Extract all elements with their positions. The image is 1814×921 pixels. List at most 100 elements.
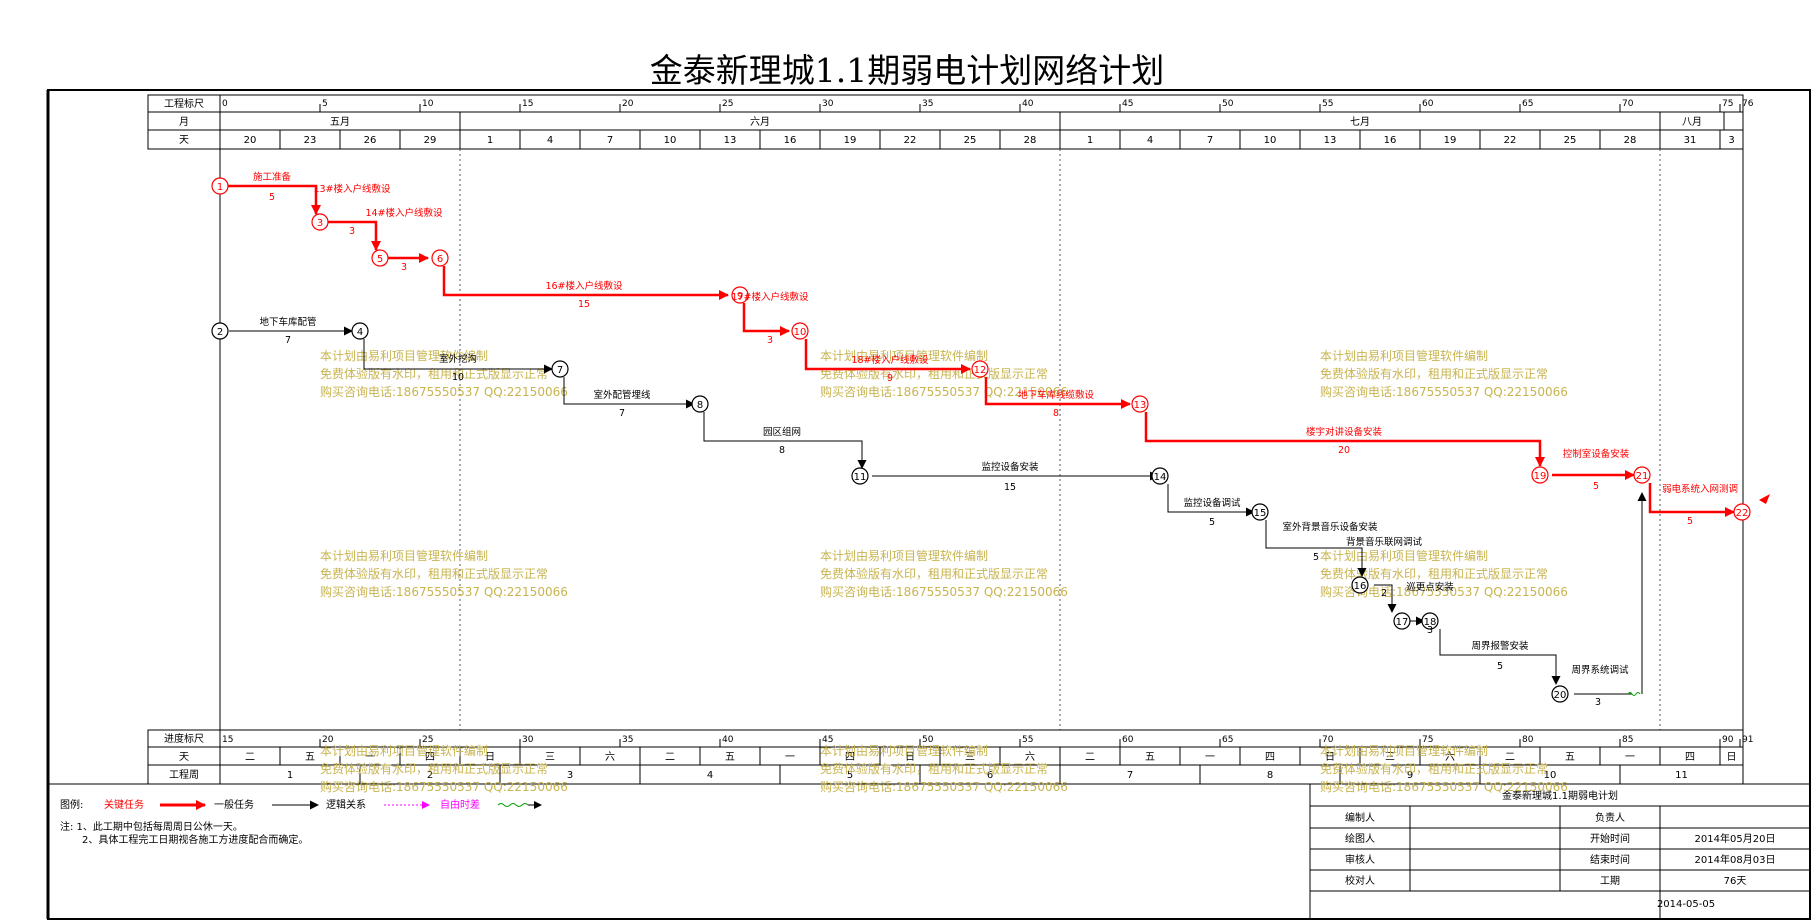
day-cell-10: 19	[844, 135, 857, 146]
weekday-cell-21: 二	[1505, 752, 1515, 763]
watermark-4-line3: 购买咨询电话:18675550537 QQ:22150066	[820, 584, 1068, 599]
node-label-1: 1	[217, 182, 223, 193]
weekday-cell-2: 一	[365, 752, 375, 763]
task-duration-t6: 9	[887, 373, 893, 384]
task-name-t4: 16#楼入户线敷设	[545, 280, 623, 292]
info-start-value: 2014年05月20日	[1695, 832, 1776, 845]
note-line-1: 注: 1、此工期中包括每周周日公休一天。	[60, 820, 243, 833]
task-name-t7: 地下车库线缆敷设	[1018, 389, 1095, 401]
progress-tick-65: 65	[1222, 735, 1233, 745]
week-cell-5: 5	[847, 770, 853, 781]
task-duration-t5: 3	[767, 335, 773, 346]
watermark-4-line2: 免费体验版有水印，租用和正式版显示正常	[820, 566, 1048, 581]
row-label-day-bottom: 天	[179, 752, 189, 763]
scale-tick-76: 76	[1742, 99, 1754, 109]
node-label-19: 19	[1534, 471, 1547, 482]
watermark-0-line1: 本计划由易利项目管理软件编制	[320, 348, 488, 363]
legend: 图例: 关键任务 一般任务 逻辑关系 自由时差	[60, 798, 542, 811]
watermark-3-line1: 本计划由易利项目管理软件编制	[320, 548, 488, 563]
task-name-t19: 巡更点安装	[1406, 581, 1454, 593]
weekday-cell-24: 四	[1685, 752, 1695, 763]
scale-tick-35: 35	[922, 99, 933, 109]
node-label-16: 16	[1354, 581, 1367, 592]
task-name-t9: 控制室设备安装	[1563, 448, 1630, 460]
node-2	[211, 322, 229, 340]
node-label-11: 11	[854, 472, 867, 483]
task-duration-t7: 8	[1053, 408, 1059, 419]
task-name-t5: 17#楼入户线敷设	[731, 291, 809, 303]
watermark-7-line1: 本计划由易利项目管理软件编制	[820, 743, 988, 758]
arrow-6-9	[442, 266, 729, 300]
node-label-17: 17	[1396, 617, 1409, 628]
watermark-8-line1: 本计划由易利项目管理软件编制	[1320, 743, 1488, 758]
weekday-cell-3: 四	[425, 752, 435, 763]
arrow-8-11	[703, 412, 867, 469]
weekday-cell-4: 日	[485, 752, 495, 763]
progress-tick-75: 75	[1422, 735, 1433, 745]
node-7	[551, 360, 569, 378]
info-duration-value: 76天	[1724, 876, 1747, 887]
node-1	[211, 177, 229, 195]
task-duration-t2: 3	[349, 226, 355, 237]
watermark-2-line3: 购买咨询电话:18675550537 QQ:22150066	[1320, 384, 1568, 399]
task-duration-t21: 3	[1595, 697, 1601, 708]
legend-general-label: 一般任务	[214, 798, 254, 811]
node-3	[311, 213, 329, 231]
weekday-cell-9: 一	[785, 752, 795, 763]
day-cell-9: 16	[784, 135, 797, 146]
scale-tick-75: 75	[1722, 99, 1733, 109]
arrow-12-13	[984, 377, 1131, 409]
task-name-t12: 室外挖沟	[439, 353, 477, 365]
node-label-8: 8	[697, 400, 703, 411]
progress-tick-15: 15	[222, 735, 233, 745]
progress-tick-35: 35	[622, 735, 633, 745]
day-cell-0: 20	[244, 135, 257, 146]
task-name-t8: 楼宇对讲设备安装	[1306, 426, 1383, 438]
node-22	[1733, 503, 1751, 521]
day-cell-18: 13	[1324, 135, 1337, 146]
node-label-13: 13	[1134, 400, 1147, 411]
task-name-t20: 周界报警安装	[1471, 640, 1529, 652]
note-line-2: 2、具体工程完工日期视各施工方进度配合而确定。	[82, 833, 308, 846]
weekday-cell-10: 四	[845, 752, 855, 763]
week-cell-7: 7	[1127, 770, 1133, 781]
node-label-2: 2	[217, 327, 223, 338]
watermark-6-line3: 购买咨询电话:18675550537 QQ:22150066	[320, 779, 568, 794]
header-table	[147, 94, 1744, 780]
progress-tick-30: 30	[522, 735, 534, 745]
watermark-0-line3: 购买咨询电话:18675550537 QQ:22150066	[320, 384, 568, 399]
scale-tick-10: 10	[422, 99, 434, 109]
task-name-t3: 14#楼入户线敷设	[365, 207, 443, 219]
watermark-5-line3: 购买咨询电话:18675550537 QQ:22150066	[1320, 584, 1568, 599]
day-cell-16: 7	[1207, 135, 1213, 146]
week-cell-10: 10	[1544, 770, 1557, 781]
week-cell-4: 4	[707, 770, 713, 781]
task-duration-t20: 5	[1497, 661, 1503, 672]
task-name-t2: 13#楼入户线敷设	[313, 183, 391, 195]
scale-tick-15: 15	[522, 99, 533, 109]
node-20	[1551, 685, 1569, 703]
scale-tick-25: 25	[722, 99, 733, 109]
weekday-cell-25: 日	[1727, 752, 1737, 763]
node-6	[431, 249, 449, 267]
day-cell-4: 1	[487, 135, 493, 146]
task-duration-t11: 7	[285, 335, 291, 346]
weekday-cell-22: 五	[1565, 752, 1575, 763]
watermark-6-line1: 本计划由易利项目管理软件编制	[320, 743, 488, 758]
node-label-20: 20	[1554, 690, 1567, 701]
weekday-cell-0: 二	[245, 752, 255, 763]
node-4	[351, 322, 369, 340]
task-labels: 施工准备513#楼入户线敷设314#楼入户线敷设316#楼入户线敷设1517#楼…	[253, 171, 1738, 708]
legend-label: 图例:	[60, 798, 83, 811]
task-duration-t15: 15	[1004, 482, 1016, 493]
page-title: 金泰新理城1.1期弱电计划网络计划	[649, 51, 1165, 90]
info-preparer: 编制人	[1345, 811, 1375, 824]
task-name-t17: 室外背景音乐设备安装	[1282, 521, 1378, 533]
arrow-1-3	[228, 184, 321, 215]
weekday-cell-6: 六	[605, 751, 615, 763]
node-16	[1351, 576, 1369, 594]
row-label-day: 天	[179, 135, 189, 146]
task-name-t6: 18#楼入户线敷设	[851, 354, 929, 366]
node-12	[971, 360, 989, 378]
